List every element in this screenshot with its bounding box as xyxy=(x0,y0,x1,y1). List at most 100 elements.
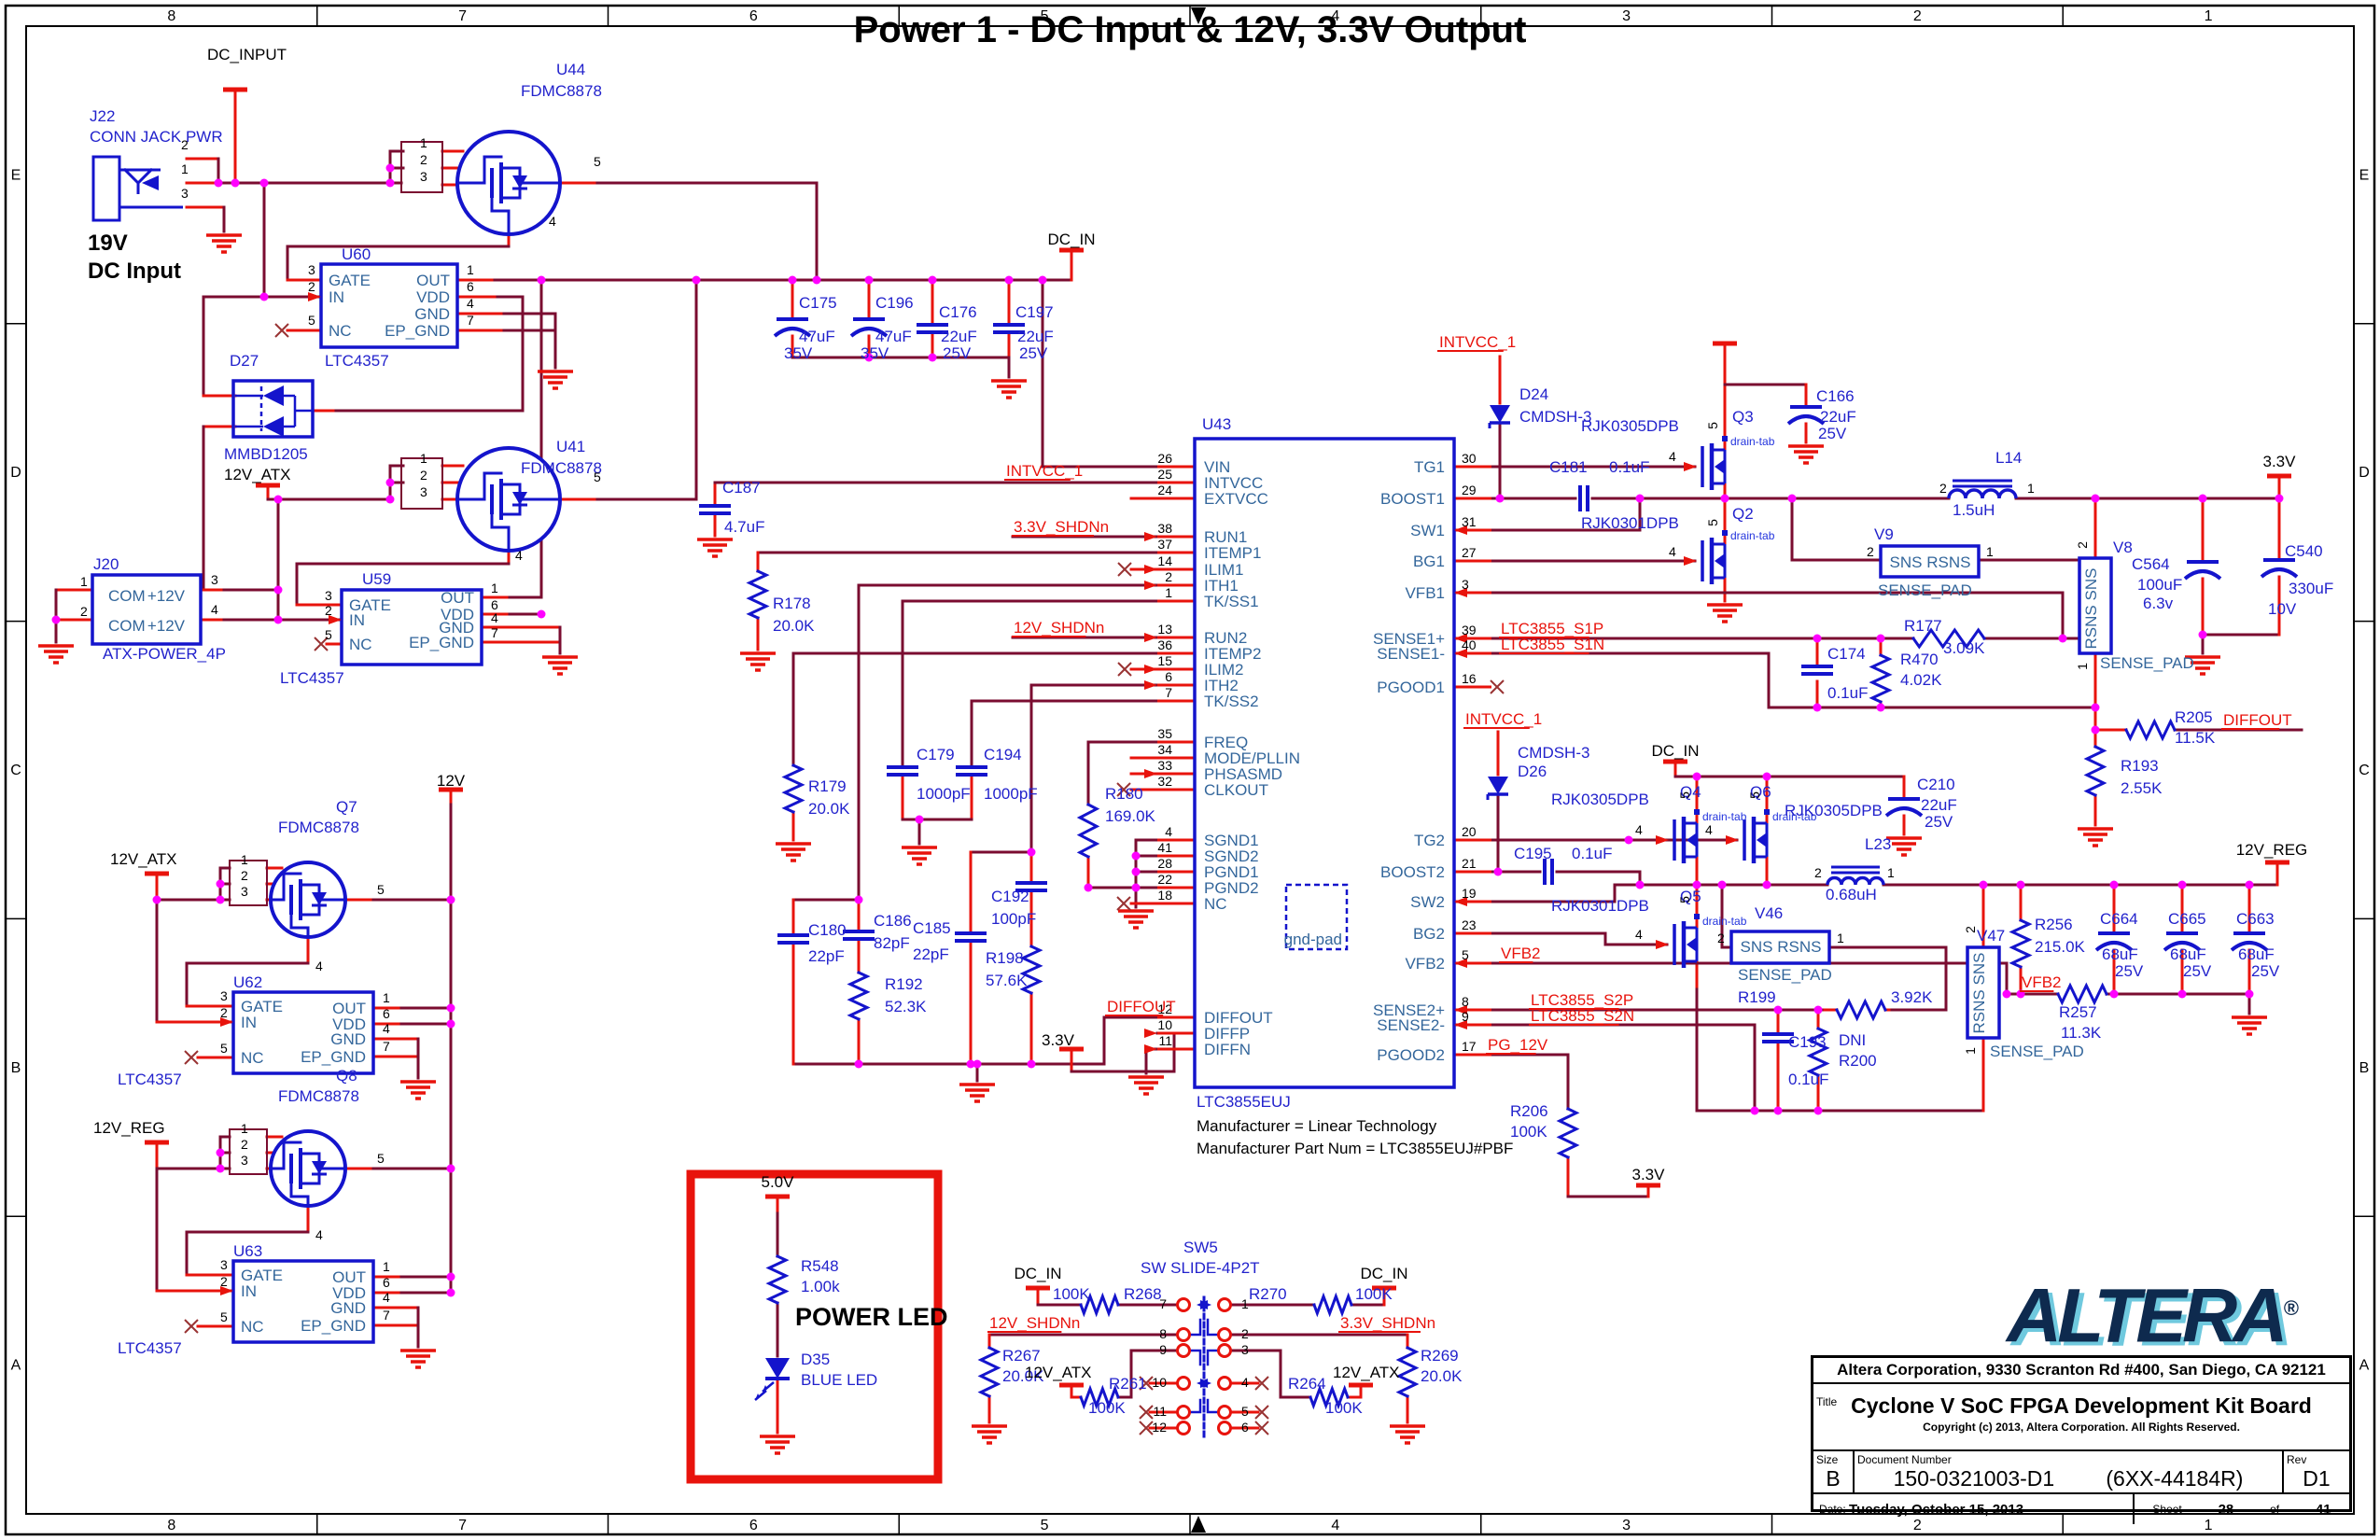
junction-dot xyxy=(864,353,874,362)
ic-box xyxy=(1193,437,1456,1089)
pin-arrow xyxy=(1684,462,1697,471)
pin-name: ITEMP2 xyxy=(1204,645,1261,663)
label: DC_IN xyxy=(1014,1265,1061,1282)
pin-arrow xyxy=(1454,649,1467,658)
mosfet-gate-lead xyxy=(289,1182,310,1208)
wire xyxy=(1187,1349,1202,1366)
pin-name: GATE xyxy=(349,596,391,614)
label: 1000pF xyxy=(984,785,1038,803)
pin-name: OUT xyxy=(416,272,450,289)
junction-dot xyxy=(273,585,283,595)
pin-number: 1 xyxy=(1165,585,1172,600)
zone-label: B xyxy=(11,1060,21,1076)
pin-name: BG1 xyxy=(1413,553,1445,570)
net-label: LTC3855_S2P xyxy=(1531,991,1633,1009)
junction-dot xyxy=(692,275,701,285)
pin-number: 4 xyxy=(1705,822,1713,837)
pin-arrow xyxy=(1454,897,1467,906)
pin-arrow xyxy=(1454,1020,1467,1029)
label: C194 xyxy=(984,746,1022,763)
junction-dot xyxy=(1773,1106,1783,1115)
pin-arrow xyxy=(1656,835,1669,845)
net-label: INTVCC_1 xyxy=(1465,710,1542,728)
label: R198 xyxy=(986,949,1024,967)
pin-name: OUT xyxy=(332,1000,366,1017)
capacitor xyxy=(2163,941,2202,952)
pin-number: 4 xyxy=(1635,822,1643,837)
resistor xyxy=(746,569,770,620)
pin-name: TG2 xyxy=(1414,832,1445,849)
zone-label: B xyxy=(2359,1060,2370,1076)
wire xyxy=(1229,1349,1312,1399)
label: SW5 xyxy=(1183,1239,1218,1256)
pin-number: 2 xyxy=(1939,481,1947,496)
label: 12V_REG xyxy=(93,1119,165,1137)
label: DC_IN xyxy=(1047,231,1095,248)
pin-number: 5 xyxy=(325,627,332,642)
pin-name: NC xyxy=(241,1318,264,1336)
pin-name: SW1 xyxy=(1410,522,1445,539)
pin-name: PGND2 xyxy=(1204,879,1259,897)
capacitor xyxy=(1884,806,1924,818)
label: 20.0K xyxy=(773,617,815,635)
pin-arrow xyxy=(1144,665,1157,674)
label: SW SLIDE-4P2T xyxy=(1141,1259,1260,1277)
junction-dot xyxy=(2198,630,2207,639)
label: 25V xyxy=(1818,425,1847,442)
doc-number-alt: (6XX-44184R) xyxy=(2106,1466,2244,1491)
pin-name: DIFFP xyxy=(1204,1025,1250,1043)
pin-number: 8 xyxy=(1159,1326,1167,1341)
pin-name: VFB2 xyxy=(1405,955,1445,973)
junction-dot xyxy=(259,178,269,188)
pin-name: VIN xyxy=(1204,458,1230,476)
zone-label: C xyxy=(2359,763,2370,778)
pin-number: 5 xyxy=(594,469,601,484)
pin-number: 41 xyxy=(1157,840,1172,855)
mosfet-gate-lead xyxy=(490,512,511,553)
label: L23 xyxy=(1865,835,1891,853)
label: C564 xyxy=(2132,555,2170,573)
wire xyxy=(388,464,405,501)
pin-name: SENSE1- xyxy=(1377,645,1445,663)
pin-arrow xyxy=(1144,532,1157,541)
junction-dot xyxy=(1750,1106,1759,1115)
pin-name: VDD xyxy=(332,1015,366,1033)
label: 47uF xyxy=(875,328,912,345)
pin-number: 31 xyxy=(1462,514,1477,529)
drain-tab-dot xyxy=(1694,809,1700,815)
pin-arrow xyxy=(1144,633,1157,642)
pin-number: 20 xyxy=(1462,824,1477,839)
wire xyxy=(185,1230,310,1277)
size-label: Size xyxy=(1816,1453,1839,1466)
junction-dot xyxy=(1131,883,1141,892)
label: 11.5K xyxy=(2175,729,2216,747)
label: U60 xyxy=(342,245,371,263)
junction-dot xyxy=(1027,1059,1036,1069)
pin-number: 11 xyxy=(1153,1404,1167,1419)
wire xyxy=(1206,1349,1221,1366)
label: R178 xyxy=(773,595,811,612)
junction-dot xyxy=(1813,1005,1823,1015)
zone-label: 2 xyxy=(1913,1518,1922,1533)
zone-label: 6 xyxy=(749,1518,758,1533)
pin-name: SENSE_PAD xyxy=(1738,966,1832,984)
resistor xyxy=(2009,918,2033,969)
no-connect-x xyxy=(1117,662,1132,677)
pin-name: TG1 xyxy=(1414,458,1445,476)
mosfet-body-diode xyxy=(1757,833,1767,847)
label: 25V xyxy=(2251,962,2280,980)
pin-number: 10 xyxy=(1157,1017,1172,1032)
pin-number: 4 xyxy=(515,548,523,563)
label: DC_IN xyxy=(1360,1265,1407,1282)
pin-number: 3 xyxy=(1241,1342,1249,1357)
pin-name: SNS RSNS xyxy=(1890,553,1971,571)
junction-dot xyxy=(1131,851,1141,861)
label: 10V xyxy=(2268,600,2297,618)
label: C179 xyxy=(917,746,955,763)
junction-dot xyxy=(2016,880,2025,889)
power-led-frame xyxy=(686,1169,943,1484)
junction-dot xyxy=(2109,880,2119,889)
pin-number: 2 xyxy=(241,868,248,883)
net-label: INTVCC_1 xyxy=(1439,333,1516,351)
rev-label: Rev xyxy=(2287,1453,2307,1466)
